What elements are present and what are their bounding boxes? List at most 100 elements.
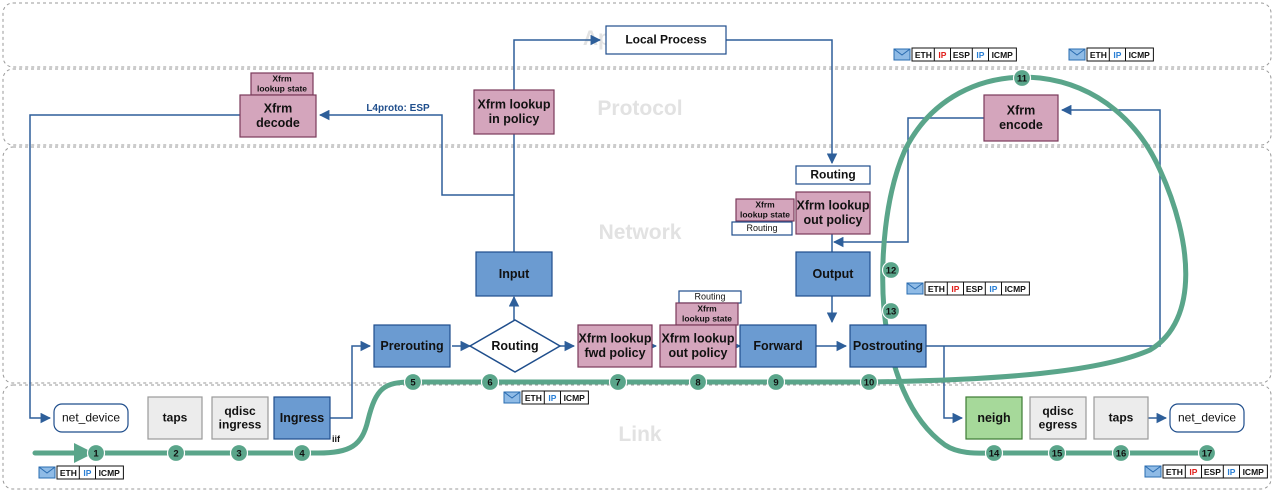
step-circle <box>403 372 423 392</box>
step-marker: 14 <box>984 443 1004 463</box>
edges <box>29 34 1168 424</box>
envelope-icon <box>38 466 56 479</box>
node-label: decode <box>256 116 300 130</box>
edge-encode-return <box>832 117 984 248</box>
step-circle <box>1012 68 1032 88</box>
step-marker: 12 <box>881 260 901 280</box>
step-number: 6 <box>487 378 492 389</box>
step-marker: 13 <box>881 301 901 321</box>
node-label: egress <box>1039 418 1078 432</box>
node-label: taps <box>1109 411 1134 425</box>
node-shape <box>735 198 795 222</box>
node-label: qdisc <box>1042 404 1074 418</box>
packet-field: IP <box>548 393 556 403</box>
edge-ingress-prerouting <box>330 340 372 419</box>
node-label: Xfrm <box>755 200 775 210</box>
node-label: Forward <box>753 339 802 353</box>
packet-field: IP <box>989 284 997 294</box>
edge-decode-netdevice <box>29 114 240 424</box>
node-shape <box>577 324 653 368</box>
node-label: taps <box>163 411 188 425</box>
node-label: Xfrm <box>1007 104 1035 118</box>
packet-field: ESP <box>966 284 983 294</box>
step-marker: 5 <box>403 372 423 392</box>
node-net-device-in: net_device <box>53 403 129 433</box>
node-input: Input <box>475 251 553 297</box>
node-shape <box>1169 403 1245 433</box>
step-circle <box>1111 443 1131 463</box>
node-label: encode <box>999 118 1043 132</box>
node-routing-decision: Routing <box>468 319 562 373</box>
layer-label-proto: Protocol <box>597 97 682 120</box>
layer-label-net: Network <box>599 221 682 244</box>
packet-field: ESP <box>953 50 970 60</box>
node-label: net_device <box>1178 411 1236 425</box>
packet-field: ETH <box>928 284 945 294</box>
node-shape <box>211 396 269 440</box>
node-label: Prerouting <box>380 339 443 353</box>
packet-box <box>521 390 589 405</box>
step-circle <box>766 372 786 392</box>
packet-field: ETH <box>525 393 542 403</box>
node-label: Xfrm <box>264 102 292 116</box>
node-shape <box>239 94 317 138</box>
node-label: ingress <box>219 418 262 432</box>
node-routing-small-mid: Routing <box>678 290 742 304</box>
step-marker: 10 <box>859 372 879 392</box>
step-marker: 6 <box>480 372 500 392</box>
node-label: Xfrm <box>697 304 717 314</box>
packet-field: ICMP <box>1129 50 1151 60</box>
step-number: 9 <box>773 378 778 389</box>
packet-field: IP <box>1227 467 1235 477</box>
envelope-icon <box>503 391 521 404</box>
node-shape <box>659 324 737 368</box>
step-circle <box>688 372 708 392</box>
step-marker: 2 <box>166 443 186 463</box>
edge-postrouting-encode <box>924 104 1161 347</box>
packet-field: ICMP <box>1243 467 1265 477</box>
packet-field: IP <box>1189 467 1197 477</box>
step-circle <box>229 443 249 463</box>
node-shape <box>795 251 871 297</box>
step-circle <box>881 301 901 321</box>
step-number: 1 <box>93 449 99 460</box>
node-label: Ingress <box>280 411 325 425</box>
packet-field: ICMP <box>564 393 586 403</box>
packet-field: ICMP <box>1005 284 1027 294</box>
step-number: 16 <box>1116 449 1127 460</box>
node-label: out policy <box>668 346 727 360</box>
packet-field: ETH <box>915 50 932 60</box>
node-postrouting: Postrouting <box>849 324 927 368</box>
node-neigh: neigh <box>965 396 1023 440</box>
node-label: Routing <box>491 339 538 353</box>
step-marker: 7 <box>608 372 628 392</box>
step-circle <box>480 372 500 392</box>
node-label: Routing <box>810 168 855 182</box>
packet-field: ESP <box>1204 467 1221 477</box>
node-shape <box>605 25 727 55</box>
edge-inpolicy-localprocess <box>513 34 602 90</box>
packet-field: IP <box>938 50 946 60</box>
packet-field: ETH <box>60 468 77 478</box>
packet-pkt-mid-link: ETH IP ICMP <box>503 390 589 405</box>
node-shape <box>795 165 871 185</box>
envelope-icon <box>893 48 911 61</box>
step-number: 12 <box>886 266 897 277</box>
node-label: Input <box>499 267 530 281</box>
node-label: in policy <box>489 112 540 126</box>
step-number: 2 <box>173 449 178 460</box>
edge-postrouting-neigh <box>943 346 964 424</box>
node-shape <box>373 324 451 368</box>
